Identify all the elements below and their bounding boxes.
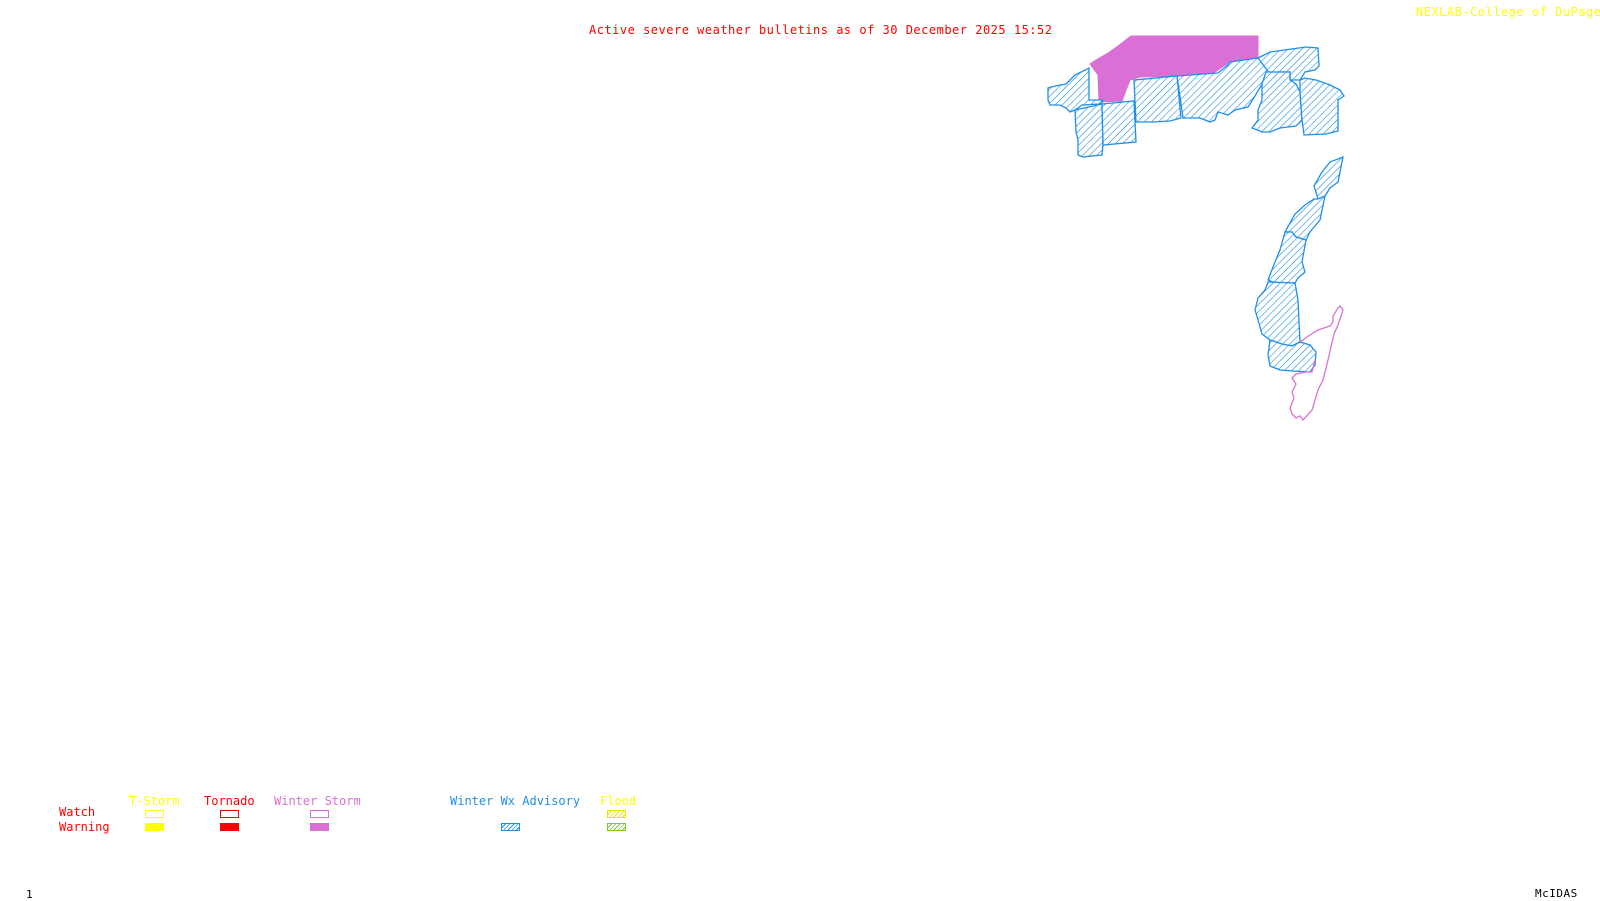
legend-row-warning: Warning	[59, 820, 110, 834]
frame-number: 1	[26, 888, 34, 901]
tornado-warning-swatch	[220, 823, 239, 831]
winter-storm-warning-swatch	[310, 823, 329, 831]
winter-storm-watch-area	[1289, 305, 1344, 422]
tornado-watch-swatch	[220, 810, 239, 818]
legend-header-flood: Flood	[600, 794, 637, 808]
map-title: Active severe weather bulletins as of 30…	[589, 23, 1053, 37]
legend-header-winter-storm: Winter Storm	[274, 794, 361, 808]
legend-header-tstorm: T-Storm	[129, 794, 180, 808]
winter-storm-watch-swatch	[310, 810, 329, 818]
software-label: McIDAS	[1535, 887, 1578, 900]
credit-label: NEXLAB-College of DuPage	[1416, 5, 1600, 18]
legend-row-watch: Watch	[59, 805, 96, 819]
tstorm-warning-swatch	[145, 823, 164, 831]
tstorm-watch-swatch	[145, 810, 164, 818]
credit-text: NEXLAB-College of DuPage	[1416, 5, 1600, 19]
winter-wx-advisory-swatch	[501, 823, 520, 831]
legend-header-tornado: Tornado	[204, 794, 255, 808]
legend-header-winter-wx-advisory: Winter Wx Advisory	[450, 794, 581, 808]
flood-watch-swatch	[607, 810, 626, 818]
winter-wx-advisory-north	[1047, 46, 1345, 158]
flood-warning-swatch	[607, 823, 626, 831]
winter-wx-advisory-coast	[1254, 155, 1344, 373]
